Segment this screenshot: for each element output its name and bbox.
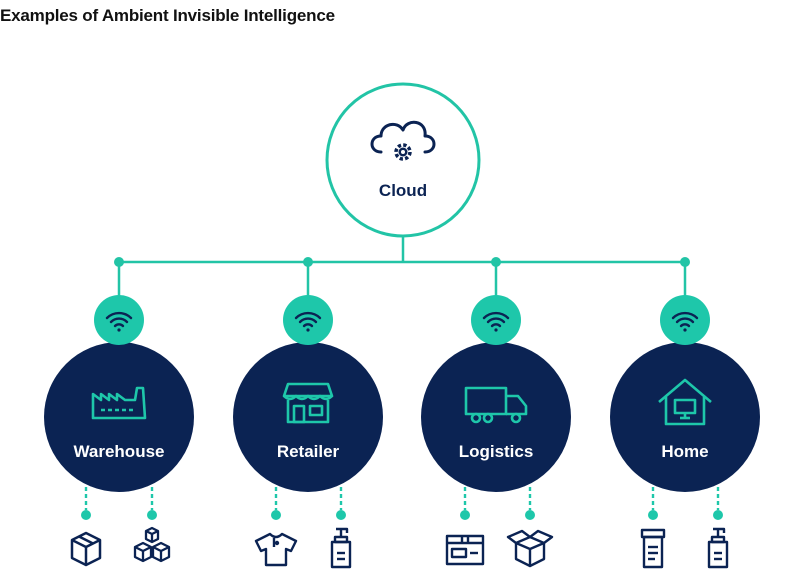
cloud-label: Cloud xyxy=(379,181,427,200)
node-logistics: Logistics xyxy=(421,295,571,568)
wifi-badge xyxy=(471,295,521,345)
node-label: Logistics xyxy=(459,442,534,461)
node-warehouse: Warehouse xyxy=(44,295,194,567)
box-icon xyxy=(70,531,102,567)
open-box-icon xyxy=(506,529,554,568)
spray-bottle-icon xyxy=(707,527,729,569)
pill-jar-icon xyxy=(640,528,666,569)
wifi-badge xyxy=(660,295,710,345)
item-connectors xyxy=(84,487,154,510)
wifi-icon xyxy=(294,311,322,332)
shirt-icon xyxy=(254,532,298,567)
wifi-badge xyxy=(94,295,144,345)
cloud-gear-icon xyxy=(370,120,436,161)
node-label: Warehouse xyxy=(73,442,164,461)
node-retailer: Retailer xyxy=(233,295,383,569)
spray-bottle-icon xyxy=(330,527,352,569)
storefront-icon xyxy=(282,382,334,424)
truck-icon xyxy=(464,386,528,424)
cloud-node: Cloud xyxy=(325,82,481,238)
parcel-label-icon xyxy=(445,534,485,566)
connector-dots xyxy=(114,257,690,267)
wifi-badge xyxy=(283,295,333,345)
house-monitor-icon xyxy=(658,378,712,426)
item-connectors xyxy=(651,487,720,510)
factory-icon xyxy=(91,386,147,420)
item-connectors xyxy=(274,487,343,510)
node-label: Home xyxy=(661,442,708,461)
connector-lines xyxy=(117,235,687,298)
wifi-icon xyxy=(671,311,699,332)
item-connectors xyxy=(463,487,532,510)
node-home: Home xyxy=(610,295,760,569)
page-title: Examples of Ambient Invisible Intelligen… xyxy=(0,6,335,25)
node-label: Retailer xyxy=(277,442,340,461)
wifi-icon xyxy=(105,311,133,332)
wifi-icon xyxy=(482,311,510,332)
stacked-boxes-icon xyxy=(133,526,171,563)
